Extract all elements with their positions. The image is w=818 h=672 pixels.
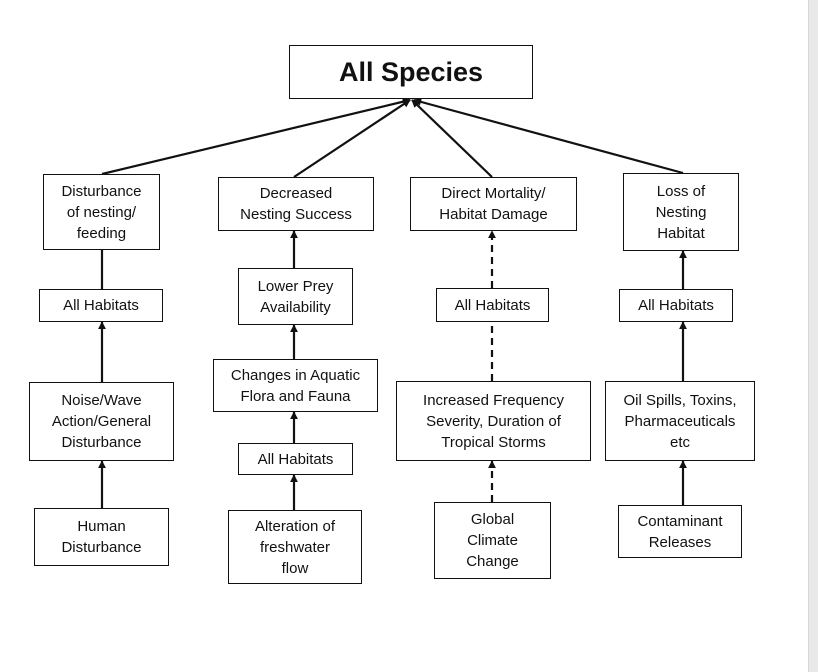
habitat-box-col1: All Habitats — [39, 289, 163, 322]
scrollbar-track[interactable] — [808, 0, 818, 672]
arrow-effect4-to-title — [413, 98, 684, 175]
source-box-human-disturbance: Human Disturbance — [34, 508, 169, 566]
stressor-box-aquatic: Changes in Aquatic Flora and Fauna — [213, 359, 378, 412]
stressor-box-contaminants: Oil Spills, Toxins, Pharmaceuticals etc — [605, 381, 755, 461]
stressor-box-noise: Noise/Wave Action/General Disturbance — [29, 382, 174, 461]
arrow-effect1-to-title — [101, 97, 411, 176]
intermediate-box-prey: Lower Prey Availability — [238, 268, 353, 325]
effect-box-loss-of-habitat: Loss of Nesting Habitat — [623, 173, 739, 251]
habitat-box-col4: All Habitats — [619, 289, 733, 322]
stressor-box-storms: Increased Frequency Severity, Duration o… — [396, 381, 591, 461]
effect-box-disturbance: Disturbance of nesting/ feeding — [43, 174, 160, 250]
source-box-freshwater-flow: Alteration of freshwater flow — [228, 510, 362, 584]
effect-box-mortality: Direct Mortality/ Habitat Damage — [410, 177, 577, 231]
source-box-climate-change: Global Climate Change — [434, 502, 551, 579]
effect-box-nesting-success: Decreased Nesting Success — [218, 177, 374, 231]
arrow-effect3-to-title — [411, 99, 493, 178]
title-box: All Species — [289, 45, 533, 99]
habitat-box-col2: All Habitats — [238, 443, 353, 475]
arrow-effect2-to-title — [293, 99, 411, 178]
habitat-box-col3: All Habitats — [436, 288, 549, 322]
source-box-contaminant-releases: Contaminant Releases — [618, 505, 742, 558]
